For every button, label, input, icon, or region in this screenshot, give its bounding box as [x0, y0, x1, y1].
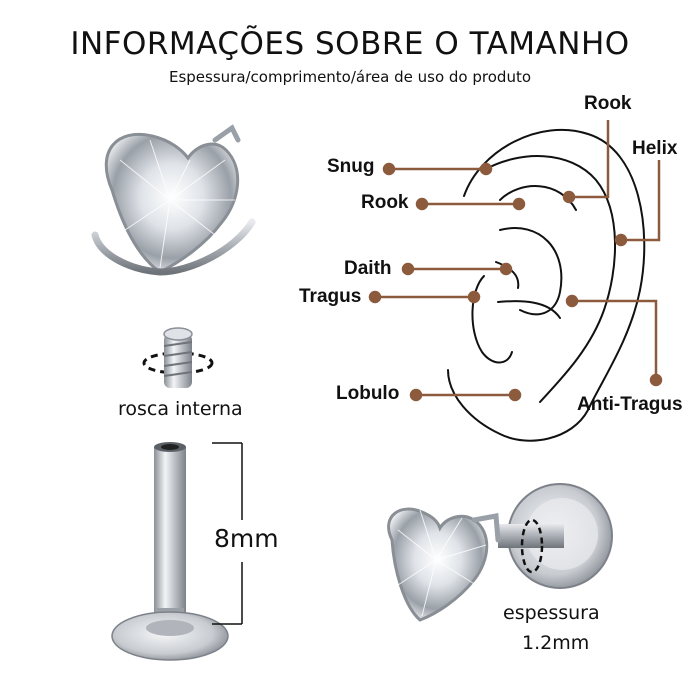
- thread-insert-icon: [142, 327, 214, 388]
- label-helix: Helix: [632, 138, 678, 159]
- thickness-label: espessura: [503, 602, 600, 624]
- page-subtitle: Espessura/comprimento/área de uso do pro…: [168, 68, 532, 86]
- label-anti-tragus: Anti-Tragus: [577, 394, 683, 415]
- label-rook-left: Rook: [361, 192, 409, 213]
- label-tragus: Tragus: [299, 286, 362, 307]
- thread-label: rosca interna: [118, 398, 243, 420]
- labret-post: [111, 442, 229, 661]
- length-bracket: [212, 442, 243, 625]
- label-snug: Snug: [327, 156, 375, 177]
- heart-stud-side: [387, 483, 613, 622]
- label-daith: Daith: [344, 258, 392, 279]
- heart-gem-top: [91, 124, 256, 276]
- ear-leader-lines: [368, 120, 663, 402]
- page-title: INFORMAÇÕES SOBRE O TAMANHO: [70, 26, 630, 62]
- label-lobulo: Lobulo: [336, 383, 400, 404]
- label-rook-top: Rook: [584, 93, 632, 114]
- thickness-value: 1.2mm: [522, 632, 590, 654]
- length-label: 8mm: [214, 524, 279, 553]
